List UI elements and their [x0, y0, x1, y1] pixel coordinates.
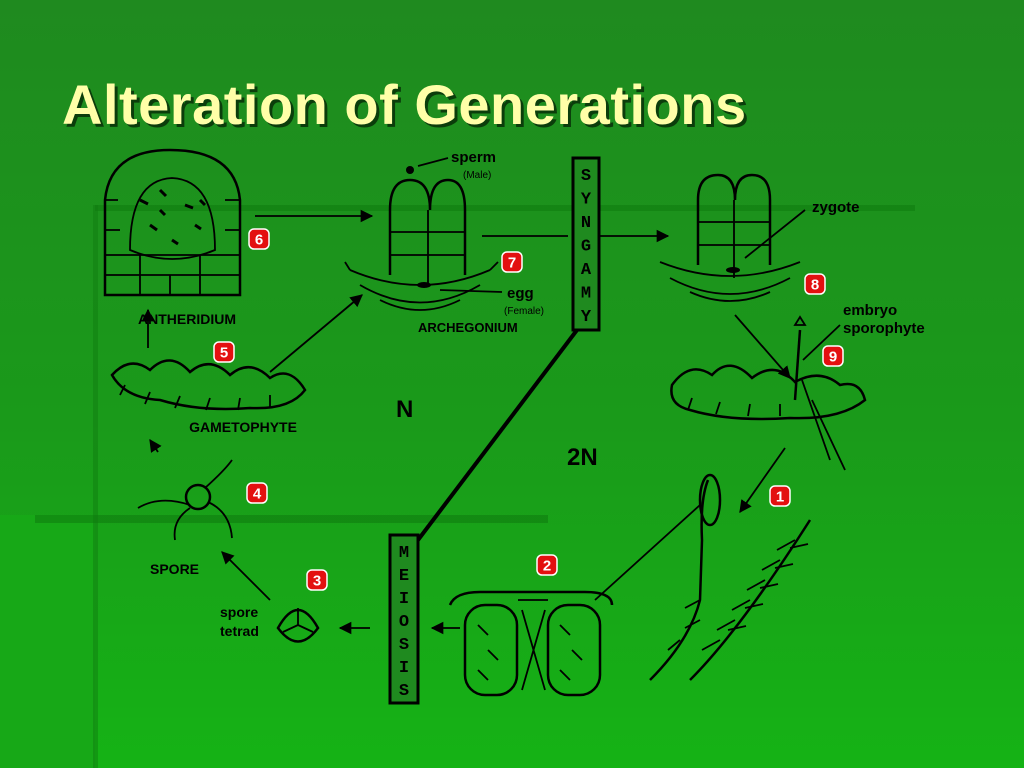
- step-badge: 7: [501, 251, 523, 273]
- gametophyte-drawing: [110, 308, 307, 411]
- arrow: [269, 294, 363, 373]
- archegonium-label: ARCHEGONIUM: [418, 320, 518, 335]
- syngamy-letter: M: [581, 285, 591, 304]
- step-number: 9: [829, 349, 837, 366]
- step-badge: 3: [306, 569, 328, 591]
- step-number: 2: [543, 558, 551, 575]
- step-badge-bg: [536, 554, 558, 576]
- male-label: (Male): [463, 170, 491, 181]
- syngamy-letter: Y: [581, 191, 592, 210]
- arrow: [149, 438, 162, 453]
- meiosis-letter: E: [399, 567, 409, 586]
- meiosis-letter: I: [399, 590, 409, 609]
- meiosis-box: [388, 533, 420, 705]
- step-number: 3: [313, 573, 321, 590]
- spore-label: SPORE: [150, 561, 199, 577]
- haploid-label: N: [396, 396, 413, 423]
- zygote-label: zygote: [812, 199, 860, 216]
- meiosis-letter: O: [399, 613, 409, 632]
- syngamy-box: [571, 156, 601, 332]
- step-badge-bg: [248, 228, 270, 250]
- step-badge: 5: [213, 341, 235, 363]
- zygote-archegonium-drawing: [659, 173, 806, 302]
- spore-tetrad-drawing: [276, 608, 460, 643]
- slide-title: Alteration of Generations: [62, 73, 747, 136]
- background-rule: [93, 205, 98, 768]
- meiosis-letter: I: [399, 659, 409, 678]
- step-badge-bg: [769, 485, 791, 507]
- antheridium-label: ANTHERIDIUM: [138, 311, 236, 327]
- step-number: 5: [220, 345, 228, 362]
- spore-tetrad-label-2: tetrad: [220, 623, 259, 639]
- step-badge-bg: [822, 345, 844, 367]
- archegonium-drawing: [344, 157, 503, 311]
- step-badge: 6: [248, 228, 270, 250]
- meiosis-letter: M: [399, 544, 409, 563]
- background-band: [0, 515, 95, 768]
- syngamy-letter: N: [581, 214, 591, 233]
- mature-sporophyte-drawing: [649, 447, 812, 681]
- step-badge: 8: [804, 273, 826, 295]
- sporangium-drawing: [448, 504, 701, 697]
- step-badge-bg: [306, 569, 328, 591]
- background-rule: [95, 205, 915, 211]
- step-badge-bg: [246, 482, 268, 504]
- diploid-label: 2N: [567, 444, 598, 471]
- meiosis-letter: S: [399, 636, 409, 655]
- spore-tetrad-label-1: spore: [220, 604, 258, 620]
- spore-drawing: [137, 459, 271, 601]
- step-badge-bg: [213, 341, 235, 363]
- syngamy-letter: Y: [581, 308, 592, 327]
- gametophyte-with-sporophyte-drawing: [670, 314, 867, 471]
- syngamy-letter: G: [581, 238, 591, 257]
- step-number: 1: [776, 489, 784, 506]
- step-badges: 1 2 3 4 5 6 7 8 9: [213, 228, 844, 591]
- syngamy-letter: A: [581, 261, 592, 280]
- step-badge: 9: [822, 345, 844, 367]
- background-rule: [35, 515, 548, 523]
- step-badge: 4: [246, 482, 268, 504]
- embryo-label: embryo: [843, 302, 897, 319]
- step-number: 8: [811, 277, 819, 294]
- step-badge: 1: [769, 485, 791, 507]
- step-number: 4: [253, 486, 262, 503]
- step-number: 6: [255, 232, 263, 249]
- syngamy-letter: S: [581, 167, 591, 186]
- generation-divider: [416, 328, 579, 542]
- sperm-label: sperm: [451, 149, 496, 166]
- step-number: 7: [508, 255, 516, 272]
- step-badge-bg: [804, 273, 826, 295]
- step-badge: 2: [536, 554, 558, 576]
- sporophyte-label: sporophyte: [843, 320, 925, 337]
- antheridium-drawing: [103, 148, 242, 297]
- egg-label: egg: [507, 285, 534, 302]
- step-badge-bg: [501, 251, 523, 273]
- meiosis-letter: S: [399, 682, 409, 701]
- gametophyte-label: GAMETOPHYTE: [189, 419, 297, 435]
- female-label: (Female): [504, 306, 544, 317]
